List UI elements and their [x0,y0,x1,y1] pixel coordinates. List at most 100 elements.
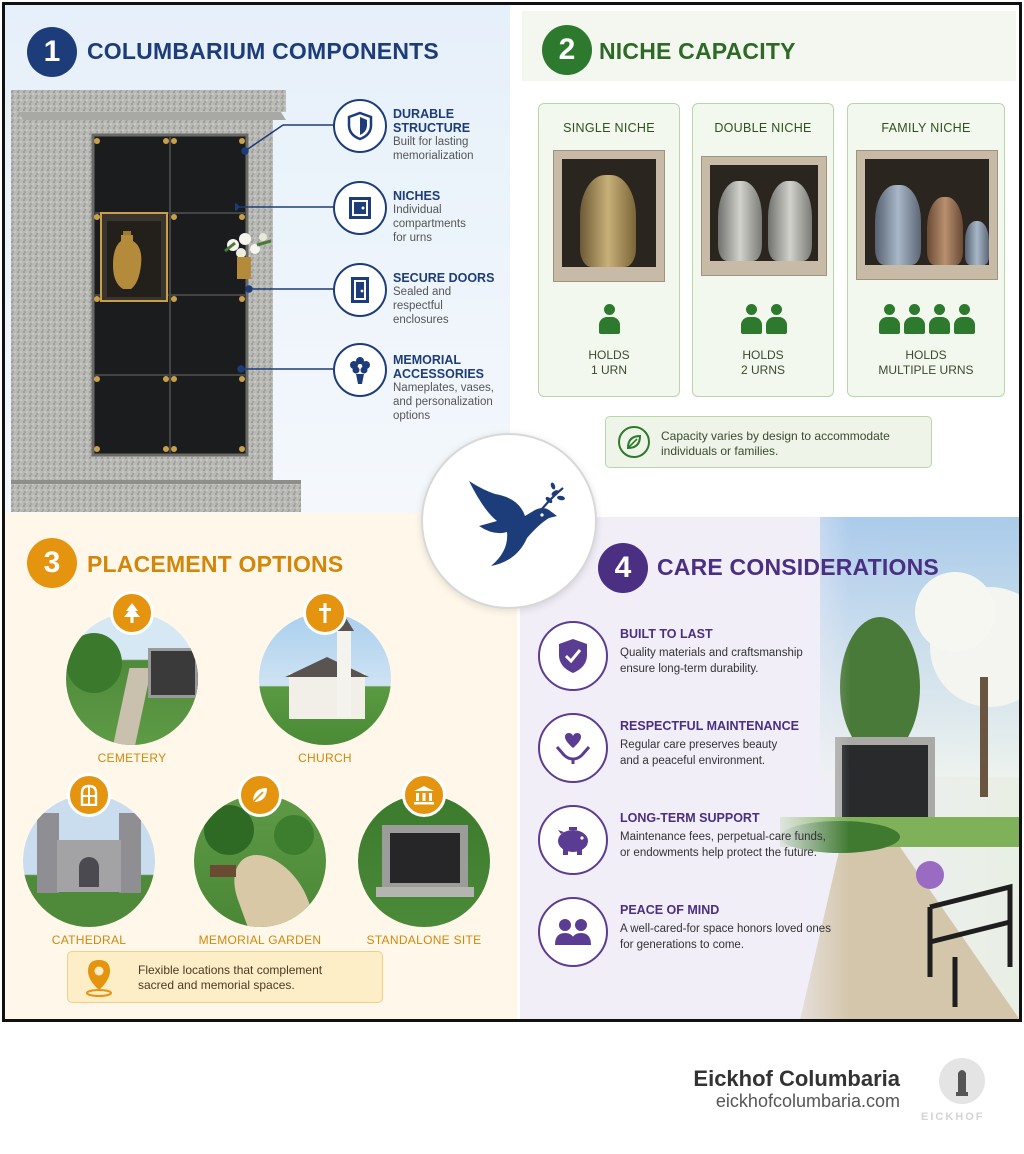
leaf-icon [618,426,650,458]
component-desc: options [393,410,431,422]
leaf-icon [238,773,282,817]
location-pin-icon [82,958,116,998]
section-4-title: CARE CONSIDERATIONS [657,554,939,580]
columbarium-illustration [11,90,301,512]
component-title: DURABLE [393,107,455,121]
people-icon [538,897,608,967]
place-label: MEMORIAL GARDEN [198,933,322,947]
component-title: SECURE DOORS [393,271,495,285]
niche-illustration [856,150,998,280]
section-2-header [522,11,1016,81]
note-text: Capacity varies by design to accommodate [661,429,890,443]
place-label: STANDALONE SITE [366,933,482,947]
garden-scene [780,517,1019,1019]
care-title: RESPECTFUL MAINTENANCE [620,719,799,733]
placement-note: Flexible locations that complement sacre… [67,951,383,1003]
component-niches: NICHES Individual compartments for urns [333,181,510,244]
component-title: MEMORIAL [393,353,462,367]
component-title: STRUCTURE [393,121,471,135]
infographic: 1 COLUMBARIUM COMPONENTS [2,2,1022,1022]
monument-icon [402,773,446,817]
component-memorial-accessories: MEMORIAL ACCESSORIES Nameplates, vases, … [333,343,510,433]
section-care-considerations: 4 CARE CONSIDERATIONS BUILT TO LAST Qual… [520,517,1019,1019]
component-durable-structure: DURABLE STRUCTURE Built for lasting memo… [333,99,510,162]
piggy-bank-icon [538,805,608,875]
person-icon [878,304,900,336]
care-title: BUILT TO LAST [620,627,713,641]
care-title: LONG-TERM SUPPORT [620,811,760,825]
section-2-number: 2 [542,25,592,75]
place-cathedral: CATHEDRAL [19,773,159,947]
care-item-long-term-support: LONG-TERM SUPPORT Maintenance fees, perp… [538,801,838,879]
brand-name: Eickhof Columbaria [693,1066,900,1091]
care-title: PEACE OF MIND [620,903,720,917]
section-1-number: 1 [27,27,77,77]
people-icons [848,304,1004,336]
care-desc: A well-cared-for space honors loved ones… [620,923,831,951]
component-desc: memorialization [393,150,474,162]
capacity-note: Capacity varies by design to accommodate… [605,416,932,468]
section-placement-options: 3 PLACEMENT OPTIONS CEMETERY CHURCH [5,513,517,1019]
place-memorial-garden: MEMORIAL GARDEN [185,773,335,947]
card-title: DOUBLE NICHE [714,121,812,135]
cross-icon [303,591,347,635]
component-title: NICHES [393,189,441,203]
section-4-number: 4 [598,543,648,593]
section-3-number: 3 [27,538,77,588]
component-desc: Sealed and [393,286,452,298]
person-icon [765,304,787,336]
care-item-respectful-maintenance: RESPECTFUL MAINTENANCE Regular care pres… [538,709,838,787]
shield-icon [333,99,387,153]
component-desc: Built for lasting [393,136,469,148]
logo-text: EICKHOF [921,1111,985,1123]
flower-vase-icon [333,343,387,397]
component-desc: respectful [393,300,443,312]
component-desc: Nameplates, vases, [393,382,494,394]
section-1-title: COLUMBARIUM COMPONENTS [87,38,439,64]
arched-window-icon [67,773,111,817]
care-item-peace-of-mind: PEACE OF MIND A well-cared-for space hon… [538,893,838,971]
note-text: Flexible locations that complement [138,963,323,977]
place-label: CEMETERY [97,751,167,765]
note-text: sacred and memorial spaces. [138,978,295,992]
section-3-title: PLACEMENT OPTIONS [87,551,344,577]
care-desc: Maintenance fees, perpetual-care funds,o… [620,831,826,859]
component-desc: for urns [393,232,432,244]
component-desc: Individual [393,204,442,216]
niche-illustration [701,156,827,276]
eickhof-logo [939,1058,985,1104]
footer: Eickhof Columbaria eickhofcolumbaria.com… [0,1025,1024,1154]
place-cemetery: CEMETERY [62,591,202,765]
place-standalone-site: STANDALONE SITE [349,773,499,947]
person-icon [599,304,620,336]
card-title: SINGLE NICHE [563,121,655,135]
callout-lines [235,124,335,373]
care-item-built-to-last: BUILT TO LAST Quality materials and craf… [538,617,838,695]
heart-hands-icon [538,713,608,783]
person-icon [740,304,762,336]
person-icon [928,304,950,336]
dove-icon [421,433,597,609]
brand-url[interactable]: eickhofcolumbaria.com [715,1091,900,1111]
door-icon [333,263,387,317]
place-church: CHURCH [255,591,395,765]
niche-illustration [553,150,665,282]
section-columbarium-components: 1 COLUMBARIUM COMPONENTS [5,5,510,513]
shield-check-icon [538,621,608,691]
person-icon [903,304,925,336]
component-desc: and personalization [393,396,493,408]
niche-icon [333,181,387,235]
place-label: CATHEDRAL [51,933,127,947]
component-desc: compartments [393,218,466,230]
place-label: CHURCH [298,751,352,765]
note-text: individuals or families. [661,444,779,458]
people-icons [693,304,833,336]
